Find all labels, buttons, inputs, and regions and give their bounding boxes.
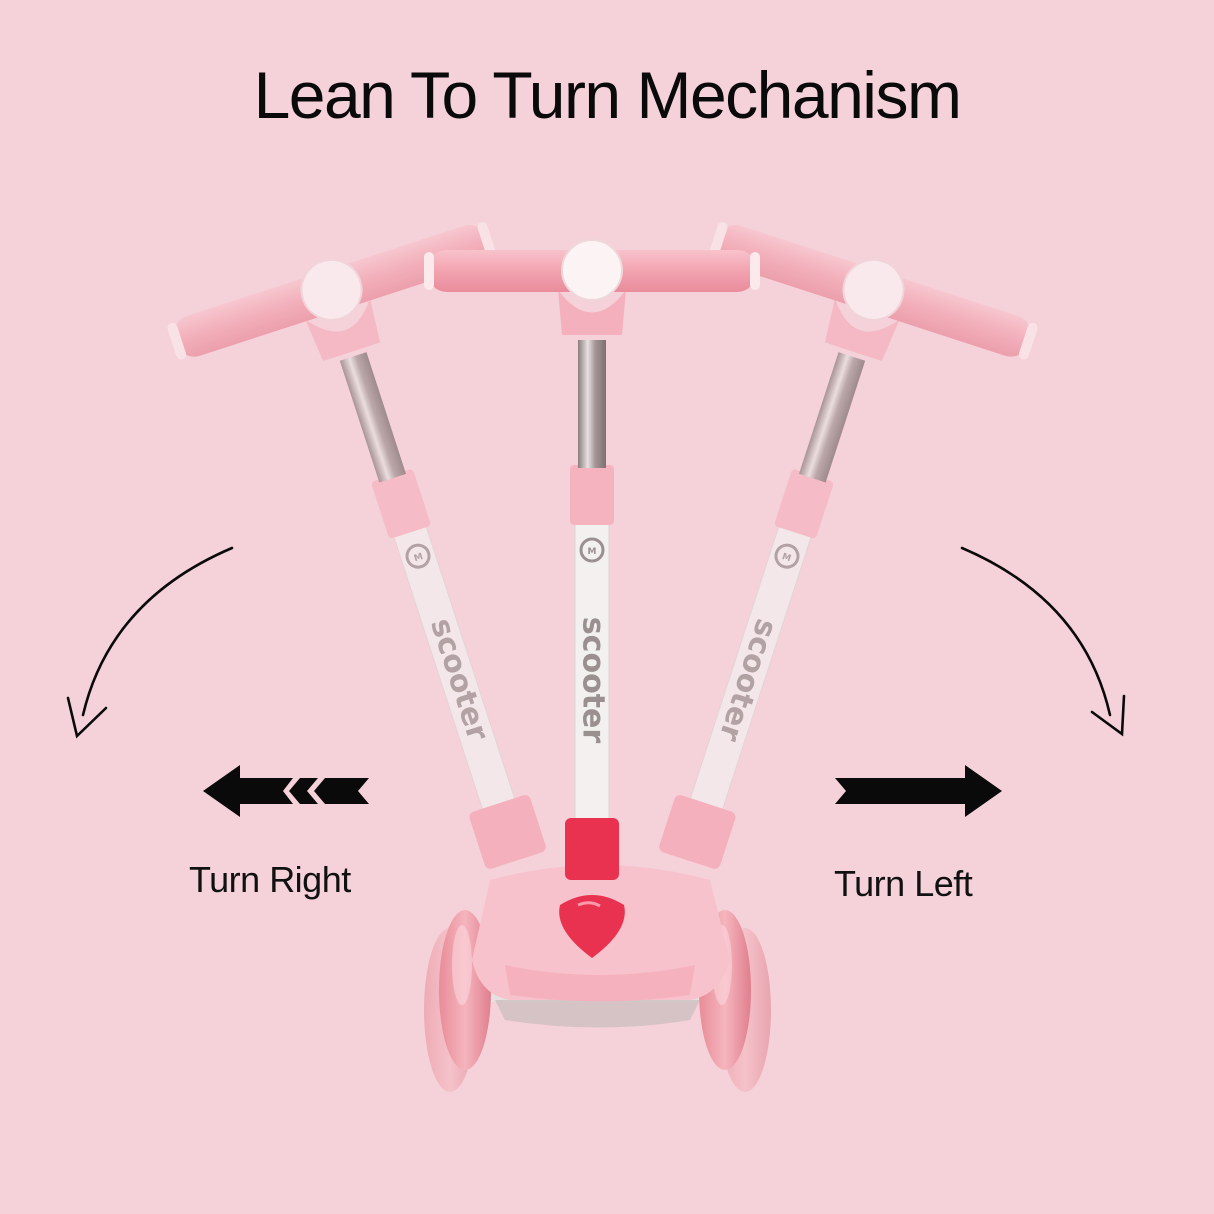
turn-right-label: Turn Right <box>189 859 351 900</box>
curved-arrow-down-left-icon <box>66 546 234 739</box>
chevron-arrow-left-icon <box>203 765 369 817</box>
scooter-position-lean-right <box>542 207 1045 869</box>
scooter-base <box>472 818 730 1002</box>
turn-left-label: Turn Left <box>834 863 973 904</box>
chevron-arrow-right-icon <box>835 765 1002 817</box>
page-title: Lean To Turn Mechanism <box>253 58 962 132</box>
curved-arrow-down-right-icon <box>960 546 1126 737</box>
scooter-position-lean-left <box>160 207 663 869</box>
